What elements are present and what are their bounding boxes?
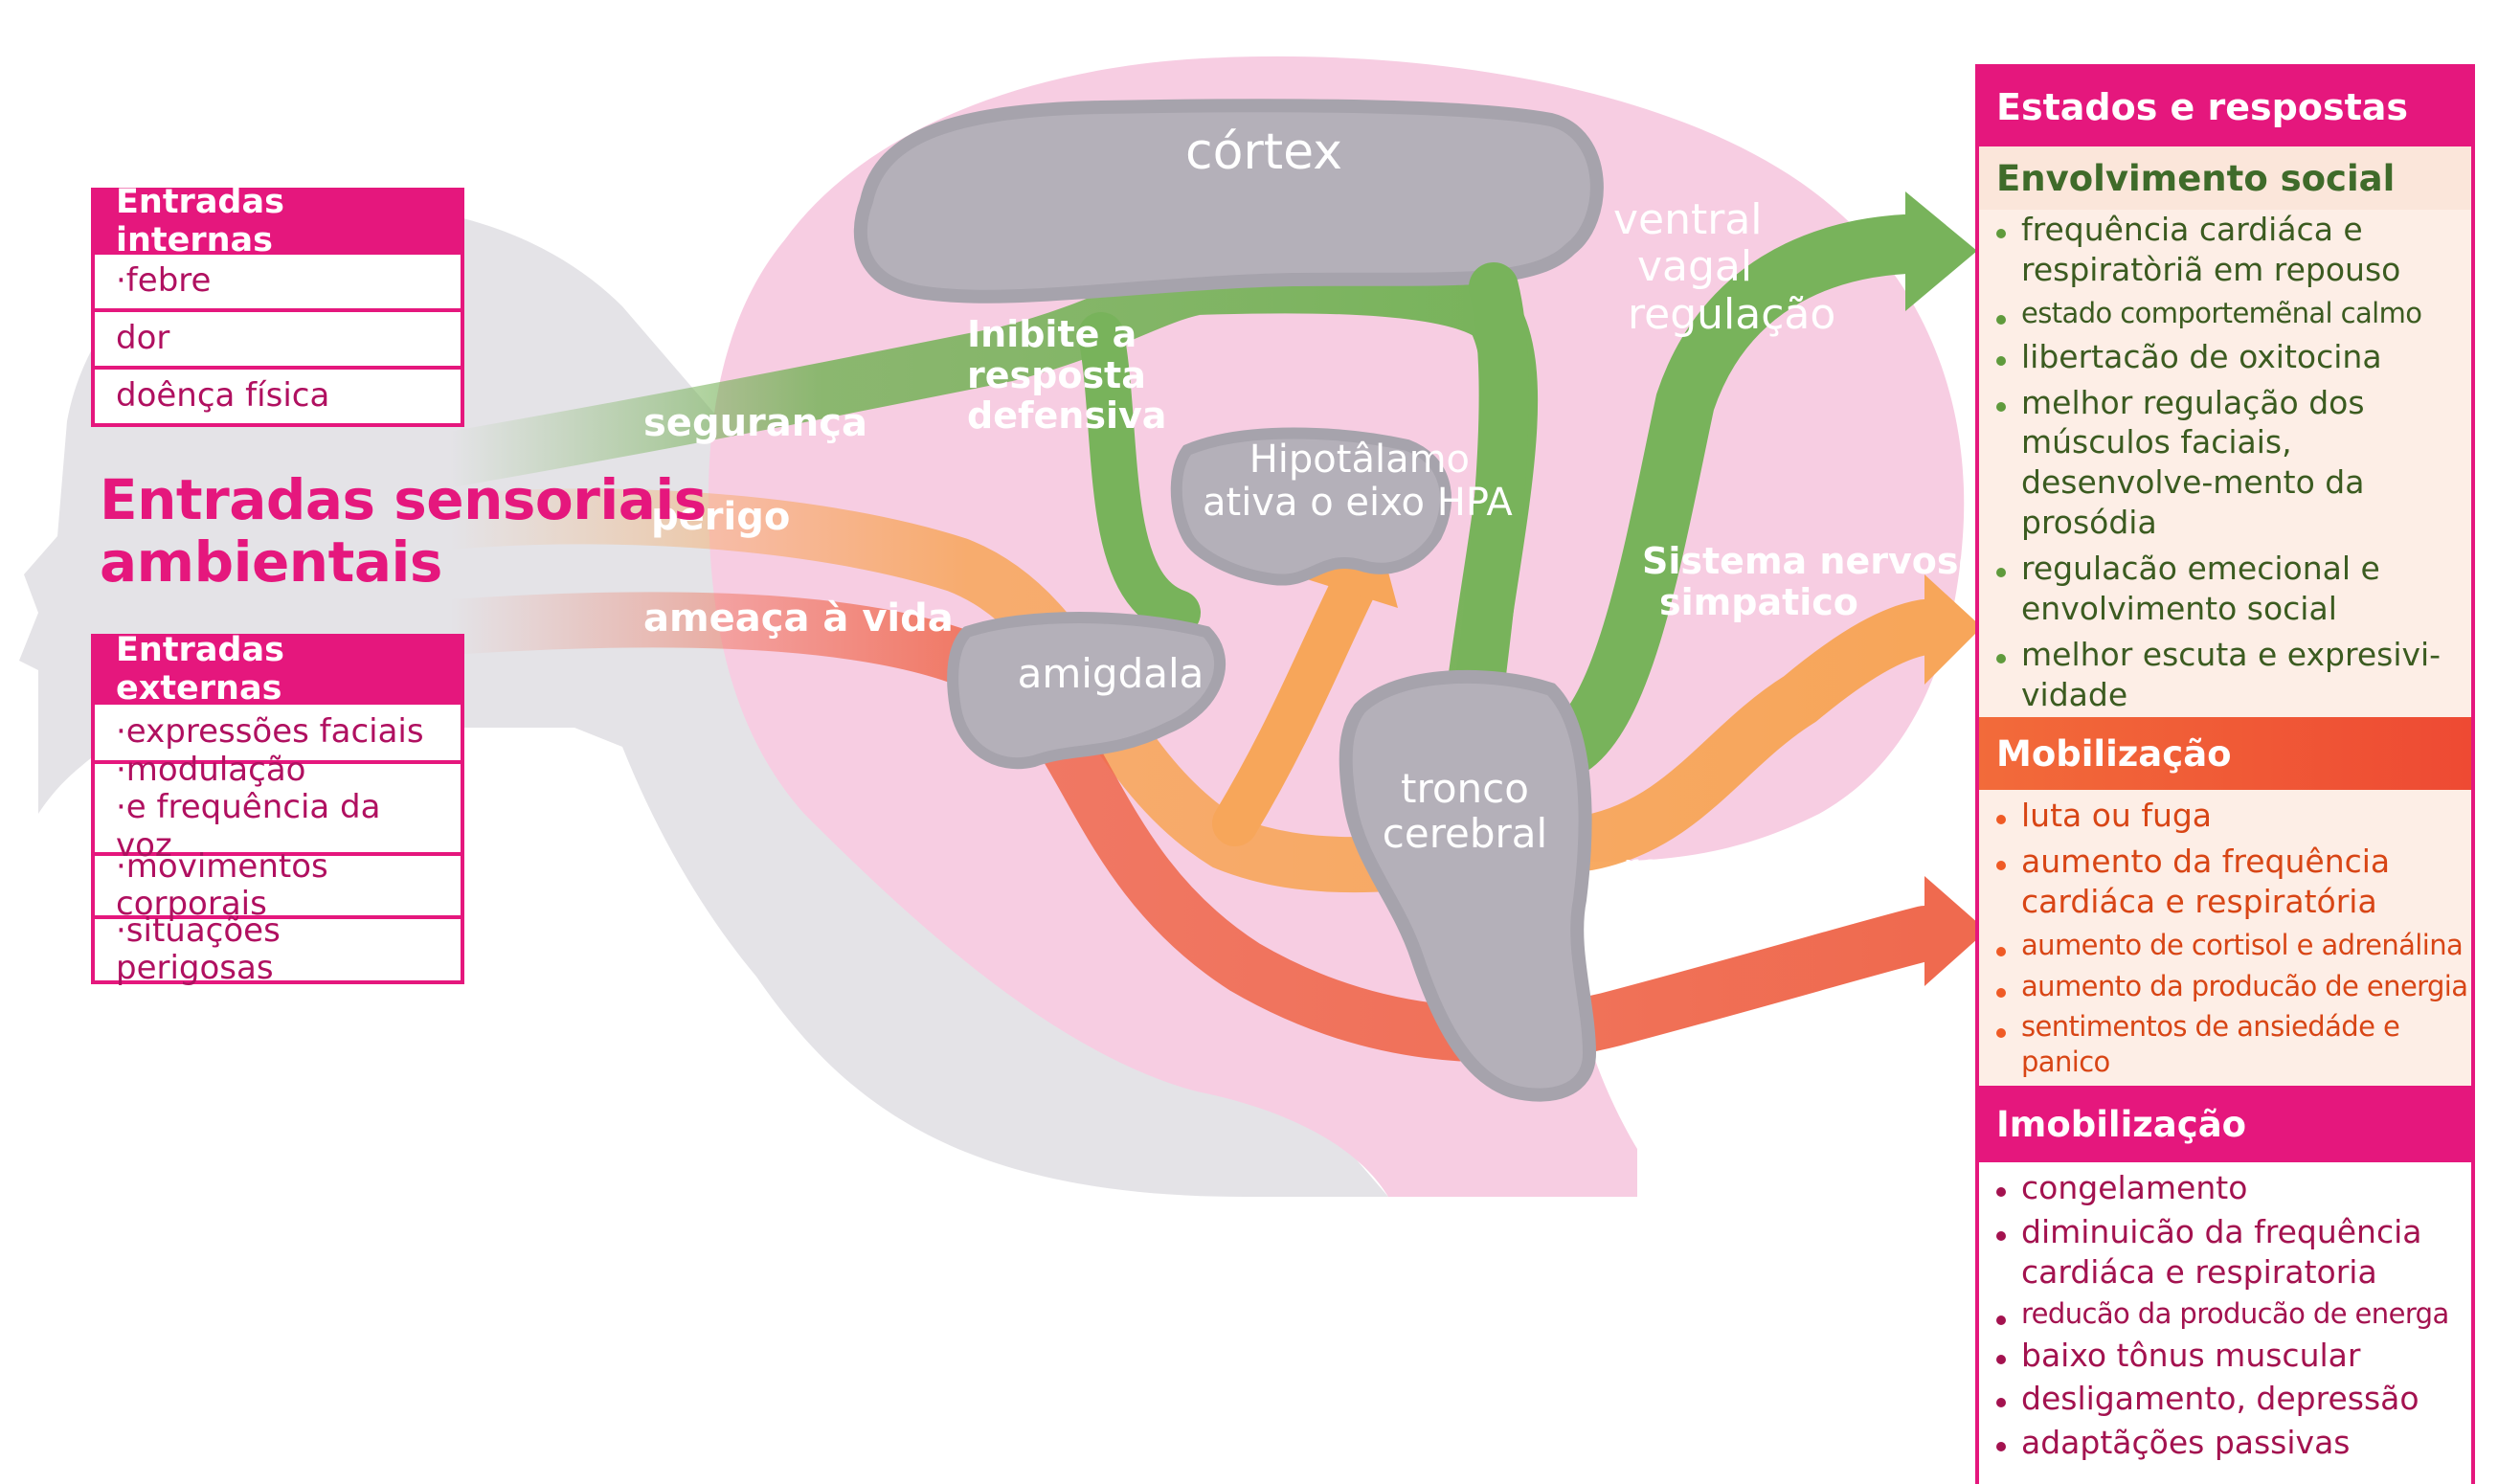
list-item: reducão da producão de energa (1996, 1296, 2471, 1332)
list-item: frequência cardiáca e respiratòriã em re… (1996, 210, 2471, 290)
inhibit-line-1: Inibite a (967, 313, 1137, 355)
external-item: ·expressões faciais (95, 701, 461, 760)
ventral-line-3: regulação (1628, 289, 1836, 339)
mobilization-section: Mobilização luta ou fuga aumento da freq… (1979, 717, 2471, 1086)
sensory-inputs-title: Entradas sensoriais ambientais (100, 469, 707, 594)
internal-item: dor (95, 308, 461, 366)
list-item: sentimentos de ansiedáde e panico (1996, 1009, 2471, 1080)
safety-label: segurança (643, 401, 867, 445)
cortex-region (853, 99, 1604, 304)
hypothalamus-label: Hipotâlamo ativa o eixo HPA (1203, 438, 1513, 525)
list-item: aumento da frequência cardiáca e respira… (1996, 842, 2471, 922)
sympathetic-line-1: Sistema nervoso (1642, 540, 1984, 582)
list-item: aumento de cortisol e adrenálina (1996, 928, 2471, 963)
brainstem-label: tronco cerebral (1369, 766, 1561, 856)
external-item: ·modulação (116, 751, 306, 790)
states-title: Estados e respostas (1979, 68, 2471, 146)
list-item: baixo tônus muscular (1996, 1336, 2471, 1376)
danger-flow (422, 488, 1952, 893)
safety-branch-amygdala (1078, 312, 1201, 636)
list-item: libertacão de oxitocina (1996, 337, 2471, 377)
amygdala-region (947, 612, 1226, 770)
mobilization-list: luta ou fuga aumento da frequência cardi… (1979, 790, 2471, 1080)
brainstem-region (1339, 669, 1597, 1102)
threat-label: ameaça à vida (643, 596, 954, 641)
list-item: melhor escuta e expresivi-vidade (1996, 635, 2471, 715)
states-panel: Estados e respostas Envolvimento social … (1975, 64, 2475, 1484)
list-item: regulacão emecional e envolvimento socia… (1996, 549, 2471, 629)
dorsal-line-1: regulação (1623, 846, 1812, 890)
sympathetic-arrowhead (1924, 574, 1982, 685)
external-inputs-title: Entradas externas (95, 631, 461, 708)
list-item: congelamento (1996, 1168, 2471, 1208)
ventral-vagal-flow (1541, 214, 1935, 776)
hypothalamus-region (1170, 427, 1452, 586)
external-inputs-box: Entradas externas ·expressões faciais ·m… (91, 631, 464, 987)
internal-item: ·febre (95, 251, 461, 308)
ventral-line-1: ventral (1613, 195, 1763, 244)
sensory-title-line-1: Entradas sensoriais (100, 467, 707, 532)
sympathetic-line-2: simpatico (1659, 580, 1858, 623)
social-engagement-title: Envolvimento social (1979, 146, 2471, 210)
immobilization-list: congelamento diminuicão da frequência ca… (1979, 1162, 2471, 1463)
list-item: adaptãções passivas (1996, 1423, 2471, 1463)
list-item: diminuicão da frequência cardiáca e resp… (1996, 1212, 2471, 1293)
internal-inputs-title: Entradas internas (95, 183, 461, 259)
external-item: ·movimentos corporais (95, 847, 461, 923)
sympathetic-label: Sistema nervoso simpatico (1642, 541, 1984, 622)
immobilization-section: Imobilização congelamento diminuicão da … (1979, 1086, 2471, 1484)
dorsal-vagal-label: regulação vagal dorsal (1623, 847, 1857, 933)
threat-flow (422, 592, 1952, 1063)
social-engagement-section: Envolvimento social frequência cardiáca … (1979, 146, 2471, 717)
ventral-vagal-label: ventral vagal regulação (1613, 196, 1835, 338)
inhibit-label: Inibite a resposta defensiva (967, 314, 1166, 437)
cortex-label: córtex (1184, 124, 1343, 181)
list-item: luta ou fuga (1996, 796, 2471, 836)
internal-item: doênça física (95, 366, 461, 423)
social-engagement-list: frequência cardiáca e respiratòriã em re… (1979, 210, 2471, 715)
brainstem-line-2: cerebral (1382, 810, 1548, 858)
external-item-group: ·modulação ·e frequência da voz (95, 752, 461, 864)
dorsal-arrowhead (1924, 876, 1987, 986)
ventral-arrowhead (1905, 191, 1977, 311)
list-item: desligamento, depressão (1996, 1379, 2471, 1419)
external-item: ·e frequência da voz (116, 788, 381, 865)
inhibit-line-2: resposta (967, 353, 1146, 396)
external-item: ·situações perigosas (95, 911, 461, 987)
danger-label: perigo (651, 495, 791, 539)
brainstem-line-1: tronco (1401, 765, 1529, 812)
list-item: estado comportemẽnal calmo (1996, 296, 2471, 331)
list-item: aumento da producão de energia (1996, 969, 2471, 1004)
mobilization-title: Mobilização (1979, 717, 2471, 790)
dorsal-line-2: vagal dorsal (1623, 888, 1857, 933)
sensory-title-line-2: ambientais (100, 528, 442, 595)
internal-inputs-box: Entradas internas ·febre dor doênça físi… (91, 183, 464, 427)
cortex-brainstem-band (1454, 262, 1529, 714)
hypothalamus-line-1: Hipotâlamo (1249, 438, 1471, 482)
amygdala-label: amigdala (1017, 650, 1204, 697)
list-item: melhor regulação dos músculos faciais, d… (1996, 383, 2471, 544)
immobilization-title: Imobilização (1979, 1086, 2471, 1162)
hypothalamus-line-2: ativa o eixo HPA (1203, 480, 1513, 525)
inhibit-line-3: defensiva (967, 394, 1167, 438)
ventral-line-2: vagal (1637, 242, 1753, 292)
hpa-flow (1212, 551, 1383, 846)
